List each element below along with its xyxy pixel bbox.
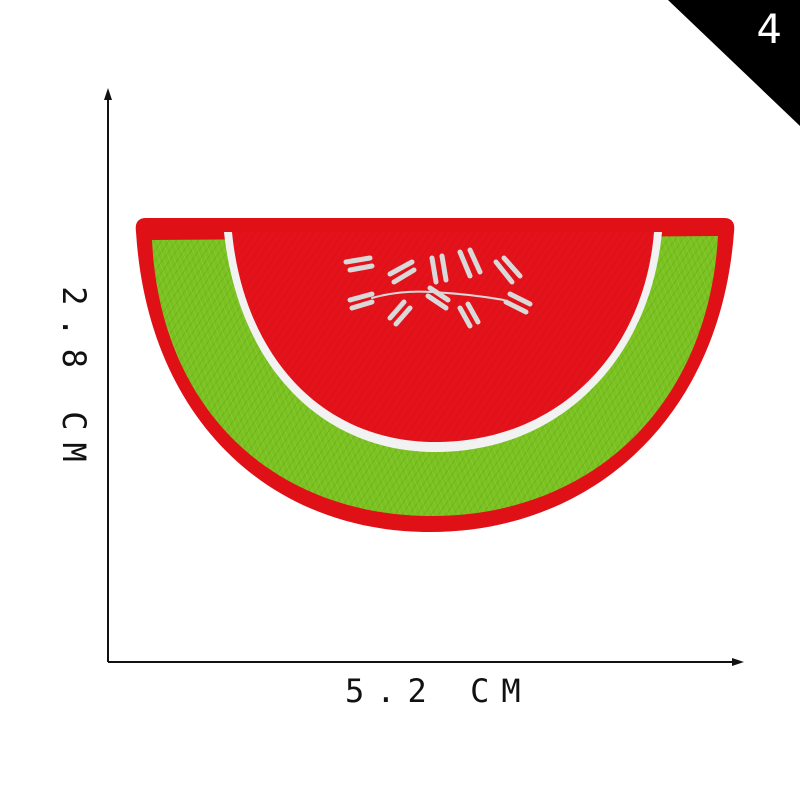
horizontal-axis-arrow-icon: [732, 658, 744, 666]
width-dimension-label: 5.2 CM: [345, 672, 533, 710]
badge-number: 4: [756, 7, 782, 53]
seeds: [343, 247, 533, 329]
corner-number-badge: 4: [668, 0, 800, 126]
vertical-axis-arrow-icon: [104, 88, 112, 100]
corner-triangle-shape: [668, 0, 800, 126]
